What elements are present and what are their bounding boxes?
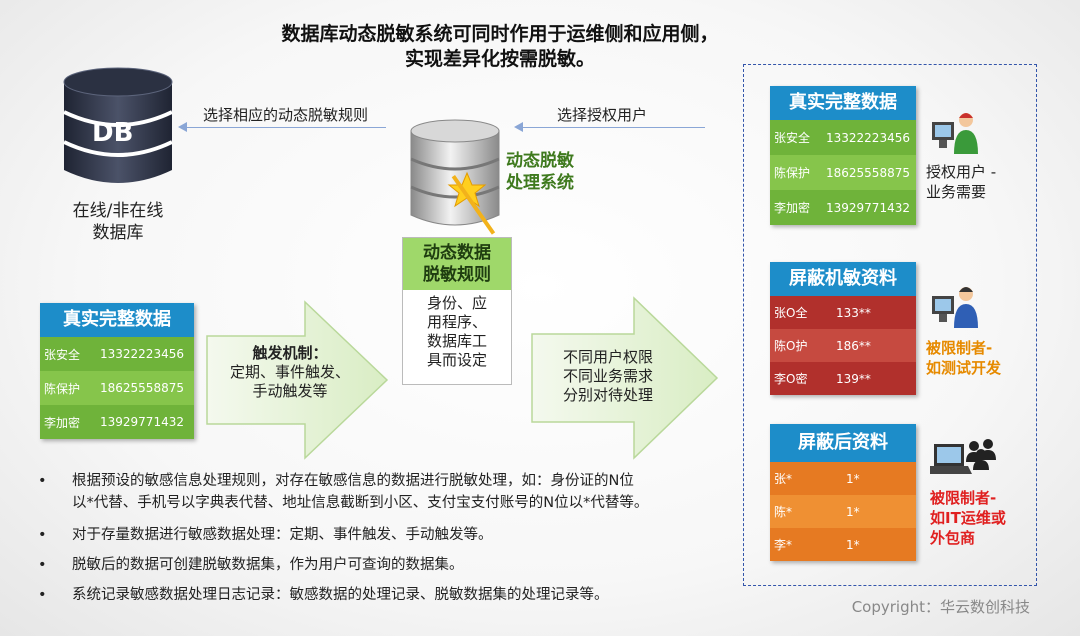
masking-system-label: 动态脱敏 处理系统	[506, 151, 574, 193]
restricted-user-icon	[930, 282, 980, 336]
trigger-arrow	[205, 300, 390, 460]
rules-box: 动态数据 脱敏规则 身份、应 用程序、 数据库工 具而设定	[402, 237, 512, 385]
list-item: 对于存量数据进行敏感数据处理：定期、事件触发、手动触发等。	[30, 524, 750, 546]
masking-system-icon	[405, 115, 505, 240]
database-icon	[58, 62, 178, 190]
copyright: Copyright：华云数创科技	[851, 598, 1030, 616]
right-panel	[743, 64, 1037, 586]
db-icon-text: DB	[92, 118, 134, 148]
select-user-label: 选择授权用户	[557, 106, 648, 124]
select-rule-label: 选择相应的动态脱敏规则	[203, 106, 369, 124]
trigger-text: 触发机制： 定期、事件触发、 手动触发等	[229, 344, 350, 400]
authorized-user-icon	[930, 108, 980, 162]
bullet-list: 根据预设的敏感信息处理规则，对存在敏感信息的数据进行脱敏处理，如：身份证的N位 …	[30, 470, 750, 606]
rules-header: 动态数据 脱敏规则	[403, 238, 511, 290]
outsourcer-group-icon	[926, 436, 1002, 486]
authorized-user-label: 授权用户 - 业务需要	[926, 163, 997, 201]
left-table-header: 真实完整数据	[40, 303, 194, 337]
rules-body: 身份、应 用程序、 数据库工 具而设定	[426, 294, 487, 369]
policy-text: 不同用户权限 不同业务需求 分别对待处理	[562, 348, 653, 404]
list-item: 系统记录敏感数据处理日志记录：敏感数据的处理记录、脱敏数据集的处理记录等。	[30, 584, 750, 606]
arrow-right-line	[522, 127, 705, 128]
page-title: 数据库动态脱敏系统可同时作用于运维侧和应用侧， 实现差异化按需脱敏。	[281, 23, 719, 70]
arrow-right-head	[514, 122, 523, 132]
database-label: 在线/非在线 数据库	[72, 201, 164, 243]
table-row: 李*1*	[770, 528, 916, 561]
restricted-ops-label: 被限制者- 如IT运维或 外包商	[930, 489, 1006, 547]
restricted-dev-label: 被限制者- 如测试开发	[926, 339, 1002, 377]
policy-arrow	[530, 296, 720, 460]
table-row: 陈*1*	[770, 495, 916, 528]
list-item: 根据预设的敏感信息处理规则，对存在敏感信息的数据进行脱敏处理，如：身份证的N位 …	[30, 470, 750, 514]
arrow-left-line	[186, 127, 386, 128]
list-item: 脱敏后的数据可创建脱敏数据集，作为用户可查询的数据集。	[30, 554, 750, 576]
table-row: 张*1*	[770, 462, 916, 495]
arrow-left-head	[178, 122, 187, 132]
masked-result-table: 屏蔽后资料 张*1* 陈*1* 李*1*	[770, 424, 916, 561]
